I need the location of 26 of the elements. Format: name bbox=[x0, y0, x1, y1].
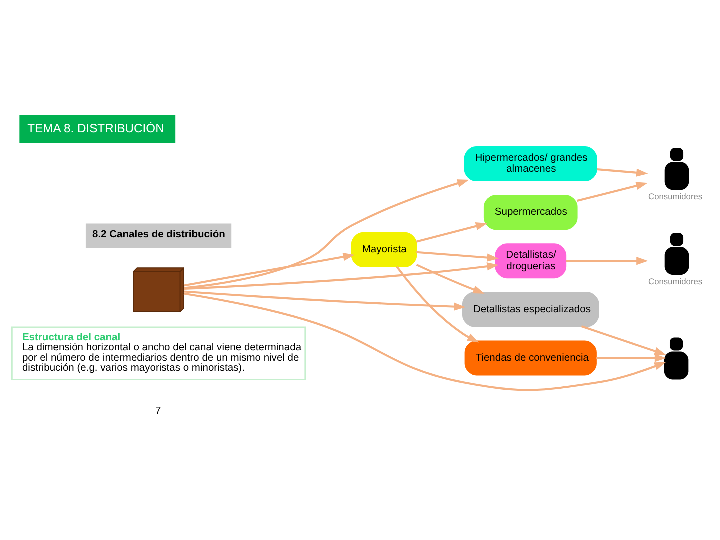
node-box: Detallistas especializados bbox=[462, 292, 600, 328]
arrow bbox=[581, 326, 666, 356]
arrow bbox=[416, 251, 499, 262]
node-label: Consumidores bbox=[648, 192, 703, 202]
arrow bbox=[184, 180, 470, 290]
node-box: Hipermercados/ grandes almacenes bbox=[464, 146, 598, 182]
arrow bbox=[396, 266, 480, 343]
arrow bbox=[416, 264, 485, 294]
node-label: Consumidores bbox=[648, 276, 703, 287]
arrow bbox=[184, 290, 466, 311]
node-box: Tiendas de conveniencia bbox=[464, 340, 597, 376]
arrow bbox=[596, 168, 648, 177]
label: 7 bbox=[156, 406, 162, 418]
node-box: Supermercados bbox=[484, 195, 578, 230]
arrow bbox=[184, 292, 666, 392]
arrow bbox=[596, 354, 667, 362]
arrow bbox=[577, 182, 648, 202]
arrow bbox=[566, 257, 648, 266]
arrow bbox=[184, 253, 355, 287]
node-box: Mayorista bbox=[351, 232, 418, 268]
label: 8.2 Canales de distribución bbox=[92, 230, 226, 241]
node-box: Estructura del canal La dimensión horizontal o ancho del canal viene determinada por el número de intermediarios dentro de un mismo nivel de distribución (e.g. varios mayoristas o minoristas). bbox=[12, 326, 306, 380]
arrow bbox=[416, 222, 488, 243]
arrow bbox=[184, 262, 499, 290]
node-box: Detallistas/ droguerías bbox=[495, 244, 567, 279]
diagram-title: TEMA 8. DISTRIBUCIÓN bbox=[28, 122, 164, 136]
